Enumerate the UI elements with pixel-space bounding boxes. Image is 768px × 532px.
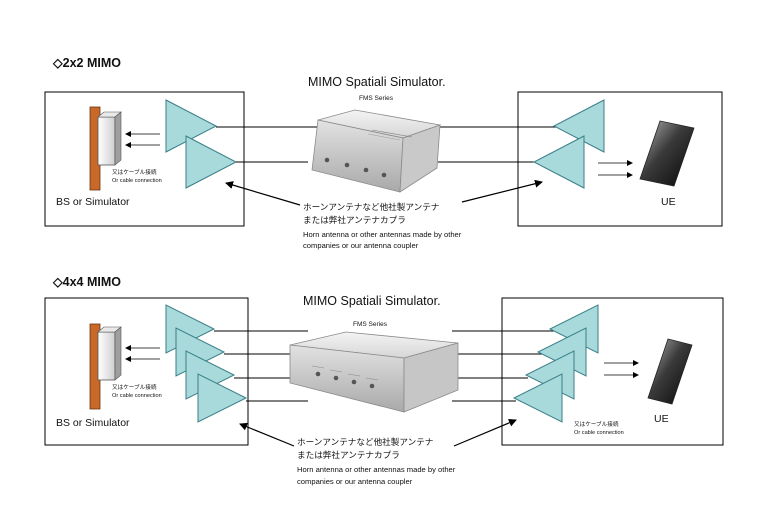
cable-note-en-2x2: Or cable connection	[112, 178, 162, 184]
antenna-note-en-1-2x2: Horn antenna or other antennas made by o…	[303, 230, 462, 239]
bs-label-4x4: BS or Simulator	[56, 417, 130, 429]
antenna-note-en-2-2x2: companies or our antenna coupler	[303, 241, 419, 250]
bs-antenna-icon	[89, 106, 122, 191]
antenna-note-jp-2-2x2: または弊社アンテナカプラ	[303, 216, 406, 226]
ue-cable-note-jp-4x4: 又はケーブル接続	[574, 422, 619, 428]
section-4x4	[44, 297, 724, 447]
ue-label-2x2: UE	[661, 196, 676, 208]
ue-phone-icon	[647, 338, 693, 405]
cable-note-jp-2x2: 又はケーブル接続	[112, 170, 157, 176]
section-heading-4x4: ◇4x4 MIMO	[53, 275, 121, 289]
antenna-note-jp-1-2x2: ホーンアンテナなど他社製アンテナ	[303, 203, 440, 213]
simulator-title-2x2: MIMO Spatiali Simulator.	[308, 75, 446, 89]
annotation-arrow	[453, 419, 517, 447]
annotation-arrow	[461, 179, 543, 203]
section-2x2	[44, 91, 723, 227]
simulator-device-icon	[289, 331, 459, 413]
ue-label-4x4: UE	[654, 413, 669, 425]
annotation-arrow	[239, 422, 295, 447]
antenna-triangle-icon	[532, 135, 585, 189]
antenna-triangle-icon	[512, 373, 563, 423]
ue-phone-icon	[639, 120, 695, 187]
antenna-note-jp-1-4x4: ホーンアンテナなど他社製アンテナ	[297, 438, 434, 448]
antenna-triangle-icon	[185, 135, 238, 189]
ue-cable-note-en-4x4: Or cable connection	[574, 430, 624, 436]
cable-note-en-4x4: Or cable connection	[112, 393, 162, 399]
antenna-note-en-2-4x4: companies or our antenna coupler	[297, 477, 413, 486]
antenna-note-en-1-4x4: Horn antenna or other antennas made by o…	[297, 465, 456, 474]
antenna-note-jp-2-4x4: または弊社アンテナカプラ	[297, 451, 400, 461]
bs-antenna-icon	[89, 323, 122, 410]
cable-note-jp-4x4: 又はケーブル接続	[112, 385, 157, 391]
annotation-arrow	[225, 181, 301, 206]
bs-label-2x2: BS or Simulator	[56, 196, 130, 208]
section-heading-2x2: ◇2x2 MIMO	[53, 56, 121, 70]
antenna-triangle-icon	[197, 373, 248, 423]
simulator-title-4x4: MIMO Spatiali Simulator.	[303, 294, 441, 308]
series-label-2x2: FMS Series	[359, 95, 393, 102]
series-label-4x4: FMS Series	[353, 321, 387, 328]
simulator-device-icon	[311, 109, 442, 193]
